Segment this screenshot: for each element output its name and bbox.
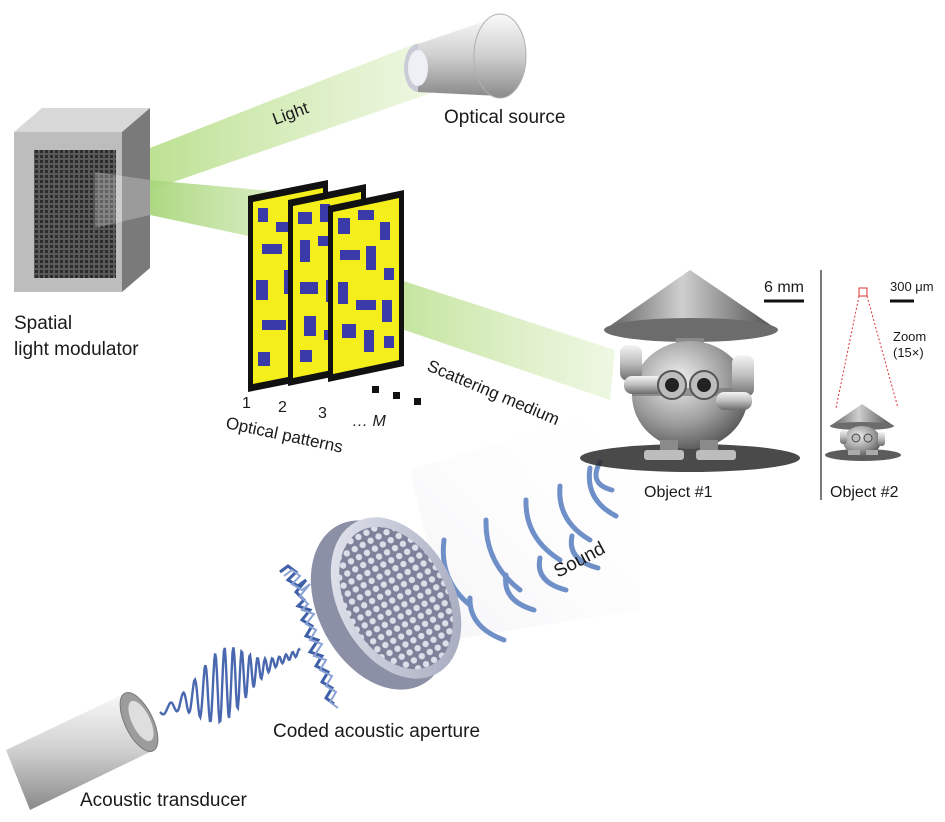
robot-legs — [644, 440, 736, 460]
robot-eyes — [657, 370, 719, 400]
label-scale-6mm: 6 mm — [764, 279, 804, 296]
object2-robot — [825, 404, 901, 461]
sound-waves — [440, 459, 619, 643]
sound-wave-arc — [483, 517, 523, 593]
label-object1: Object #1 — [644, 484, 713, 501]
object1-robot — [580, 270, 800, 472]
sound-wave-arc — [586, 465, 619, 519]
sound-wave-arc — [557, 483, 593, 543]
pattern-ellipsis-dots — [372, 386, 421, 405]
optical-patterns-stack — [248, 180, 421, 405]
sound-wave-arc — [536, 555, 569, 593]
label-pattern-1: 1 — [242, 395, 251, 412]
coded-acoustic-aperture — [310, 517, 462, 690]
label-pattern-2: 2 — [278, 399, 287, 416]
sound-wave-arc — [568, 533, 601, 571]
label-scale-300um: 300 μm — [890, 279, 934, 294]
light-beam-source-to-slm — [150, 42, 440, 190]
label-object2: Object #2 — [830, 484, 899, 501]
label-zoom: Zoom — [893, 329, 927, 344]
optical-pattern-3 — [328, 190, 404, 382]
label-zoom-factor: (15×) — [893, 345, 924, 360]
acoustic-transducer — [6, 692, 159, 810]
sound-wave-arc — [523, 497, 563, 563]
light-beam-to-object — [370, 270, 615, 400]
label-slm-line2: light modulator — [14, 339, 139, 360]
label-pattern-3: 3 — [318, 405, 327, 422]
optical-source — [404, 13, 527, 99]
acoustic-signal-wave — [159, 647, 301, 725]
label-optical-source: Optical source — [444, 107, 566, 128]
robot-hat — [604, 270, 778, 330]
zoom-indicator — [835, 287, 899, 409]
coded-waveform — [279, 564, 339, 709]
spatial-light-modulator — [14, 108, 150, 292]
robot-arms — [620, 345, 754, 410]
label-slm-line1: Spatial — [14, 313, 73, 334]
label-acoustic-transducer: Acoustic transducer — [80, 790, 247, 811]
sound-wave-arc — [467, 595, 507, 643]
sound-wave-arc — [503, 572, 537, 613]
label-pattern-m: … M — [352, 413, 386, 430]
label-coded-aperture: Coded acoustic aperture — [273, 721, 481, 742]
